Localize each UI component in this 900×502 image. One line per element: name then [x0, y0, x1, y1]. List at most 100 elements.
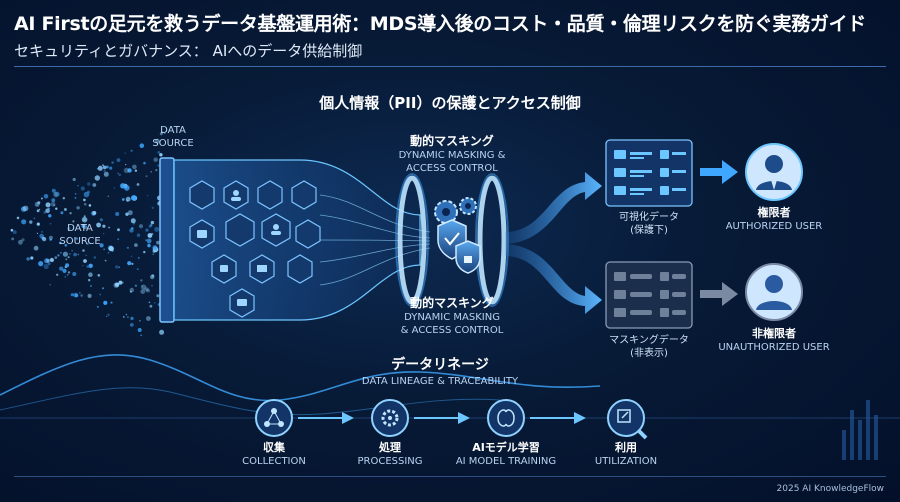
- particle: [118, 173, 122, 177]
- masking-gate: [395, 173, 509, 307]
- particle: [81, 224, 86, 228]
- lineage-step-en: PROCESSING: [357, 456, 423, 467]
- particle: [125, 164, 127, 166]
- section-heading: 個人情報（PII）の保護とアクセス制御: [319, 94, 581, 112]
- particle: [49, 222, 52, 225]
- particle: [43, 211, 47, 214]
- masked-data-jp: マスキングデータ: [609, 335, 689, 346]
- particle: [90, 285, 92, 287]
- particle: [67, 271, 71, 274]
- particle: [159, 329, 165, 335]
- particle: [50, 201, 56, 207]
- particle: [102, 224, 106, 228]
- authorized-user-jp: 権限者: [757, 206, 791, 219]
- particle: [65, 263, 70, 268]
- particle: [141, 285, 143, 287]
- particle: [83, 259, 87, 263]
- particle: [147, 243, 151, 248]
- particle: [132, 164, 137, 170]
- particle: [42, 237, 47, 242]
- unauthorized-user-icon: [745, 263, 803, 321]
- particle: [46, 258, 50, 263]
- particle: [126, 246, 129, 249]
- lineage-step-utilization: 利用 UTILIZATION: [576, 440, 676, 468]
- particle: [117, 228, 120, 232]
- lineage-step-jp: 処理: [379, 441, 401, 454]
- particle: [21, 219, 27, 225]
- particle: [155, 169, 158, 172]
- particle: [124, 152, 126, 154]
- particle: [134, 284, 137, 287]
- particle: [62, 268, 67, 273]
- particle: [45, 208, 50, 213]
- particle: [96, 168, 99, 170]
- particle: [117, 238, 120, 241]
- particle: [113, 187, 116, 189]
- lineage-en: DATA LINEAGE & TRACEABILITY: [361, 376, 519, 387]
- particle: [131, 195, 137, 201]
- particle: [137, 257, 140, 259]
- particle: [146, 288, 151, 293]
- particle: [63, 208, 67, 211]
- particle: [39, 233, 44, 239]
- particle: [65, 258, 68, 261]
- masked-data-note: (非表示): [630, 348, 668, 359]
- particle: [141, 284, 147, 290]
- particle: [102, 164, 104, 167]
- particle: [55, 207, 58, 210]
- particle: [164, 132, 166, 134]
- particle: [152, 253, 155, 255]
- particle: [80, 186, 85, 191]
- masking-top-jp: 動的マスキング: [410, 134, 494, 148]
- lineage-heading: データリネージ DATA LINEAGE & TRACEABILITY: [330, 358, 550, 388]
- particle: [146, 238, 152, 244]
- particle: [159, 153, 163, 157]
- particle: [88, 272, 93, 278]
- particle: [51, 188, 56, 193]
- masking-bottom-en1: DYNAMIC MASKING: [404, 312, 500, 323]
- particle: [150, 171, 152, 173]
- particle: [73, 292, 78, 298]
- particle: [123, 167, 130, 174]
- particle: [88, 263, 93, 268]
- particle: [88, 278, 91, 281]
- particle: [145, 239, 148, 242]
- particle: [93, 256, 97, 259]
- particle: [34, 201, 40, 207]
- particle: [125, 196, 131, 202]
- particle: [143, 250, 146, 254]
- particle: [83, 198, 86, 202]
- particle: [150, 224, 153, 227]
- particle: [110, 301, 113, 304]
- source-label-top: DATA SOURCE: [148, 124, 198, 150]
- particle: [72, 272, 77, 276]
- particle: [74, 197, 77, 199]
- visible-data-note: (保護下): [630, 225, 668, 236]
- particle: [78, 291, 81, 294]
- particle: [69, 212, 72, 215]
- particle: [74, 193, 77, 195]
- particle: [43, 194, 49, 199]
- particle: [82, 249, 85, 252]
- particle: [36, 222, 40, 226]
- particle: [103, 171, 109, 177]
- particle: [83, 191, 90, 198]
- source-label-left-line1: DATA: [67, 223, 93, 234]
- particle: [131, 255, 133, 257]
- unauthorized-user-en: UNAUTHORIZED USER: [718, 342, 830, 353]
- gear-icon: [434, 197, 477, 224]
- lineage-step-jp: 利用: [615, 441, 637, 454]
- masking-label-top: 動的マスキング DYNAMIC MASKING & ACCESS CONTROL: [382, 134, 522, 175]
- particle: [140, 334, 143, 337]
- arrow-to-masked: [505, 244, 602, 314]
- particle: [138, 224, 144, 229]
- particle: [75, 237, 79, 240]
- particle: [153, 302, 156, 304]
- particle: [116, 158, 121, 163]
- lineage-nodes: [255, 399, 648, 440]
- particle: [77, 185, 79, 187]
- particle: [68, 253, 71, 255]
- particle: [76, 206, 80, 210]
- particle: [149, 304, 153, 308]
- particle: [12, 230, 17, 235]
